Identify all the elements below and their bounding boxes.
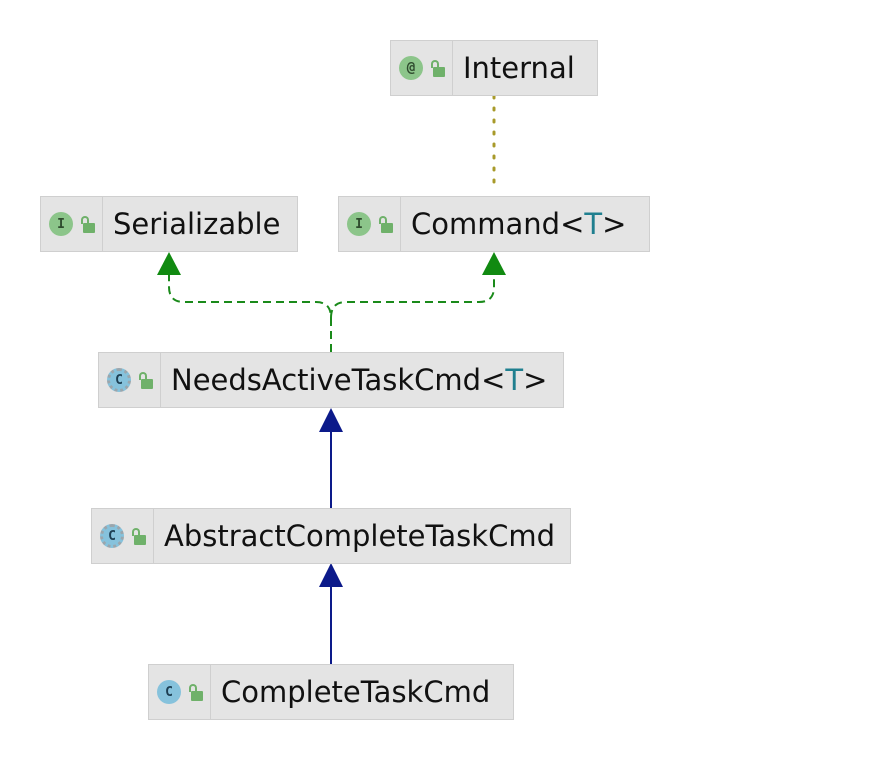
- node-icons: I: [339, 197, 401, 251]
- node-icons: C: [92, 509, 154, 563]
- lock-icon: [378, 215, 394, 233]
- implements-arrowhead-serializable: [157, 252, 181, 275]
- node-internal[interactable]: @ Internal: [390, 40, 598, 96]
- node-label: NeedsActiveTaskCmd<T>: [161, 363, 547, 397]
- extends-arrowhead-needs: [319, 408, 343, 432]
- generic-close: >: [523, 363, 548, 397]
- abstract-class-icon: C: [107, 368, 131, 392]
- extends-arrowhead-abstract: [319, 563, 343, 587]
- implements-arrowhead-command: [482, 252, 506, 275]
- lock-icon: [138, 371, 154, 389]
- node-abstract-complete-task-cmd[interactable]: C AbstractCompleteTaskCmd: [91, 508, 571, 564]
- node-complete-task-cmd[interactable]: C CompleteTaskCmd: [148, 664, 514, 720]
- node-needs-active-task-cmd[interactable]: C NeedsActiveTaskCmd<T>: [98, 352, 564, 408]
- lock-icon: [430, 59, 446, 77]
- node-icons: I: [41, 197, 103, 251]
- generic-open: <: [481, 363, 506, 397]
- node-label: Serializable: [113, 207, 281, 241]
- node-label: AbstractCompleteTaskCmd: [164, 519, 555, 553]
- node-label: Internal: [463, 51, 575, 85]
- node-icons: @: [391, 41, 453, 95]
- node-icons: C: [149, 665, 211, 719]
- class-name: Command: [411, 207, 561, 241]
- type-parameter: T: [505, 363, 524, 397]
- interface-icon: I: [49, 212, 73, 236]
- node-serializable[interactable]: I Serializable: [40, 196, 298, 252]
- node-command[interactable]: I Command<T>: [338, 196, 650, 252]
- class-name: NeedsActiveTaskCmd: [171, 363, 482, 397]
- annotation-icon: @: [399, 56, 423, 80]
- lock-icon: [80, 215, 96, 233]
- class-icon: C: [157, 680, 181, 704]
- generic-close: >: [602, 207, 627, 241]
- generic-open: <: [560, 207, 585, 241]
- abstract-class-icon: C: [100, 524, 124, 548]
- node-icons: C: [99, 353, 161, 407]
- type-parameter: T: [584, 207, 603, 241]
- interface-icon: I: [347, 212, 371, 236]
- implements-edge-command: [330, 274, 495, 319]
- lock-icon: [188, 683, 204, 701]
- lock-icon: [131, 527, 147, 545]
- node-label: Command<T>: [401, 207, 626, 241]
- implements-edge-serializable: [168, 274, 332, 352]
- node-label: CompleteTaskCmd: [221, 675, 491, 709]
